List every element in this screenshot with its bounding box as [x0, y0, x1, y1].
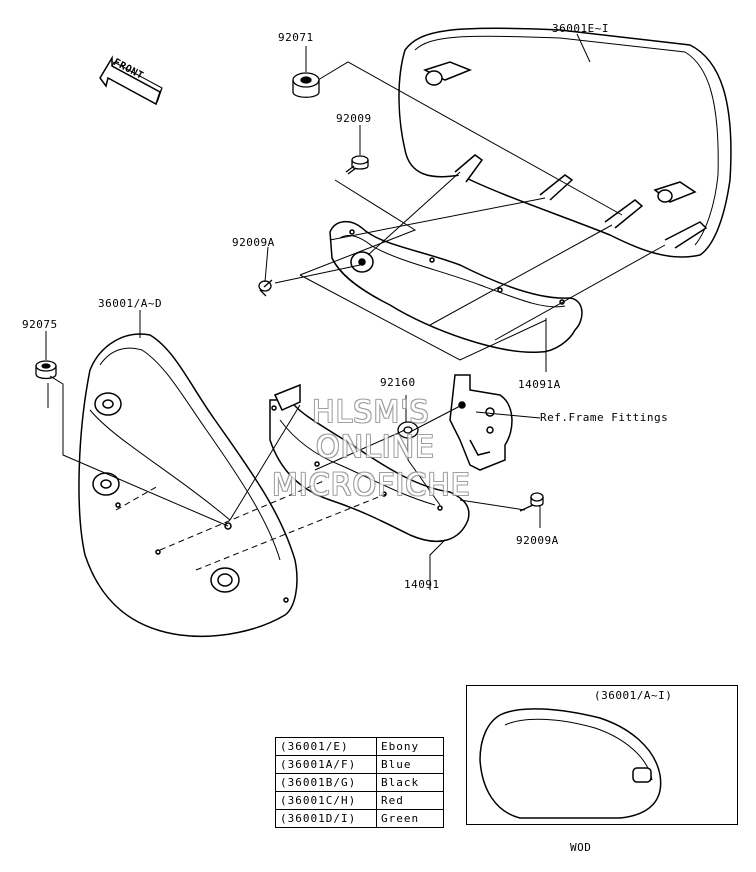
watermark-line-3: MICROFICHE: [272, 468, 471, 503]
collar-92160-shape: [397, 421, 419, 439]
color-name-cell: Red: [376, 791, 444, 810]
inner-panel-14091-shape: [269, 383, 470, 543]
color-code-table: (36001/E) Ebony (36001A/F) Blue (36001B/…: [275, 737, 444, 828]
part-label-36001E-I[interactable]: 36001E~I: [552, 22, 609, 35]
screw-92009-shape: [345, 155, 369, 175]
table-row: (36001B/G) Black: [275, 773, 444, 792]
color-code-cell: (36001/E): [275, 737, 377, 756]
color-name-cell: Ebony: [376, 737, 444, 756]
table-row: (36001C/H) Red: [275, 791, 444, 810]
inset-detail-box: [466, 685, 738, 825]
table-row: (36001/E) Ebony: [275, 737, 444, 756]
color-name-cell: Green: [376, 809, 444, 828]
color-name-cell: Black: [376, 773, 444, 792]
inner-panel-14091A-shape: [329, 220, 583, 353]
table-row: (36001A/F) Blue: [275, 755, 444, 774]
color-code-cell: (36001D/I): [275, 809, 377, 828]
part-label-92009[interactable]: 92009: [336, 112, 372, 125]
part-label-92009A-top[interactable]: 92009A: [232, 236, 275, 249]
watermark-line-2: ONLINE: [316, 430, 436, 465]
frame-bracket-shape: [449, 374, 513, 471]
grommet-92075-shape: [35, 360, 57, 380]
table-row: (36001D/I) Green: [275, 809, 444, 828]
ref-frame-fittings-label[interactable]: Ref.Frame Fittings: [540, 411, 669, 424]
upper-side-cover-shape: [398, 27, 732, 258]
color-code-cell: (36001A/F): [275, 755, 377, 774]
grommet-92071-shape: [292, 72, 320, 98]
part-label-92075[interactable]: 92075: [22, 318, 58, 331]
part-label-92009A-bottom[interactable]: 92009A: [516, 534, 559, 547]
label-leader-lines: [45, 33, 591, 590]
watermark-line-1: HLSM'S: [312, 395, 430, 430]
front-arrow-icon: [99, 55, 163, 106]
part-label-14091[interactable]: 14091: [404, 578, 440, 591]
lower-side-cover-shape: [78, 333, 298, 638]
part-label-36001-A-D[interactable]: 36001/A~D: [98, 297, 163, 310]
bolt-92009A-top-shape: [258, 279, 273, 297]
part-label-92071[interactable]: 92071: [278, 31, 314, 44]
color-code-cell: (36001B/G): [275, 773, 377, 792]
inset-cover-shape: [479, 708, 662, 819]
part-label-14091A[interactable]: 14091A: [518, 378, 561, 391]
upper-assembly-lines: [274, 61, 666, 361]
inset-part-label: (36001/A~I): [594, 689, 673, 702]
color-code-cell: (36001C/H): [275, 791, 377, 810]
lower-assembly-lines: [47, 375, 541, 571]
inset-caption: WOD: [570, 841, 592, 854]
part-label-92160[interactable]: 92160: [380, 376, 416, 389]
color-name-cell: Blue: [376, 755, 444, 774]
